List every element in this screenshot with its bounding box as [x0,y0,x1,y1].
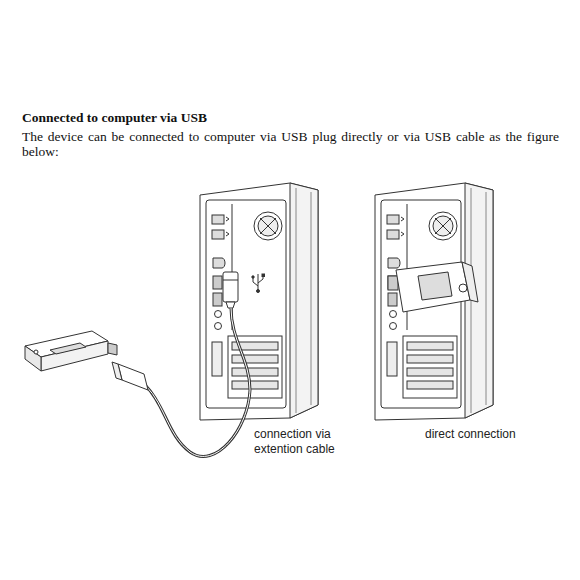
usb-device [25,331,117,371]
cable-socket [112,362,148,390]
computer-tower [375,183,493,420]
usb-cable [146,308,250,456]
usb-symbol [252,274,265,293]
usb-device [388,262,478,312]
figure-caption: direct connection [425,427,555,442]
section-title: Connected to computer via USB [22,110,562,126]
cable-plug [223,272,238,308]
figure-caption: connection via extention cable [254,427,350,457]
computer-tower [200,183,318,420]
usb-cable [146,308,250,456]
intro-paragraph: The device can be connected to computer … [22,129,559,159]
